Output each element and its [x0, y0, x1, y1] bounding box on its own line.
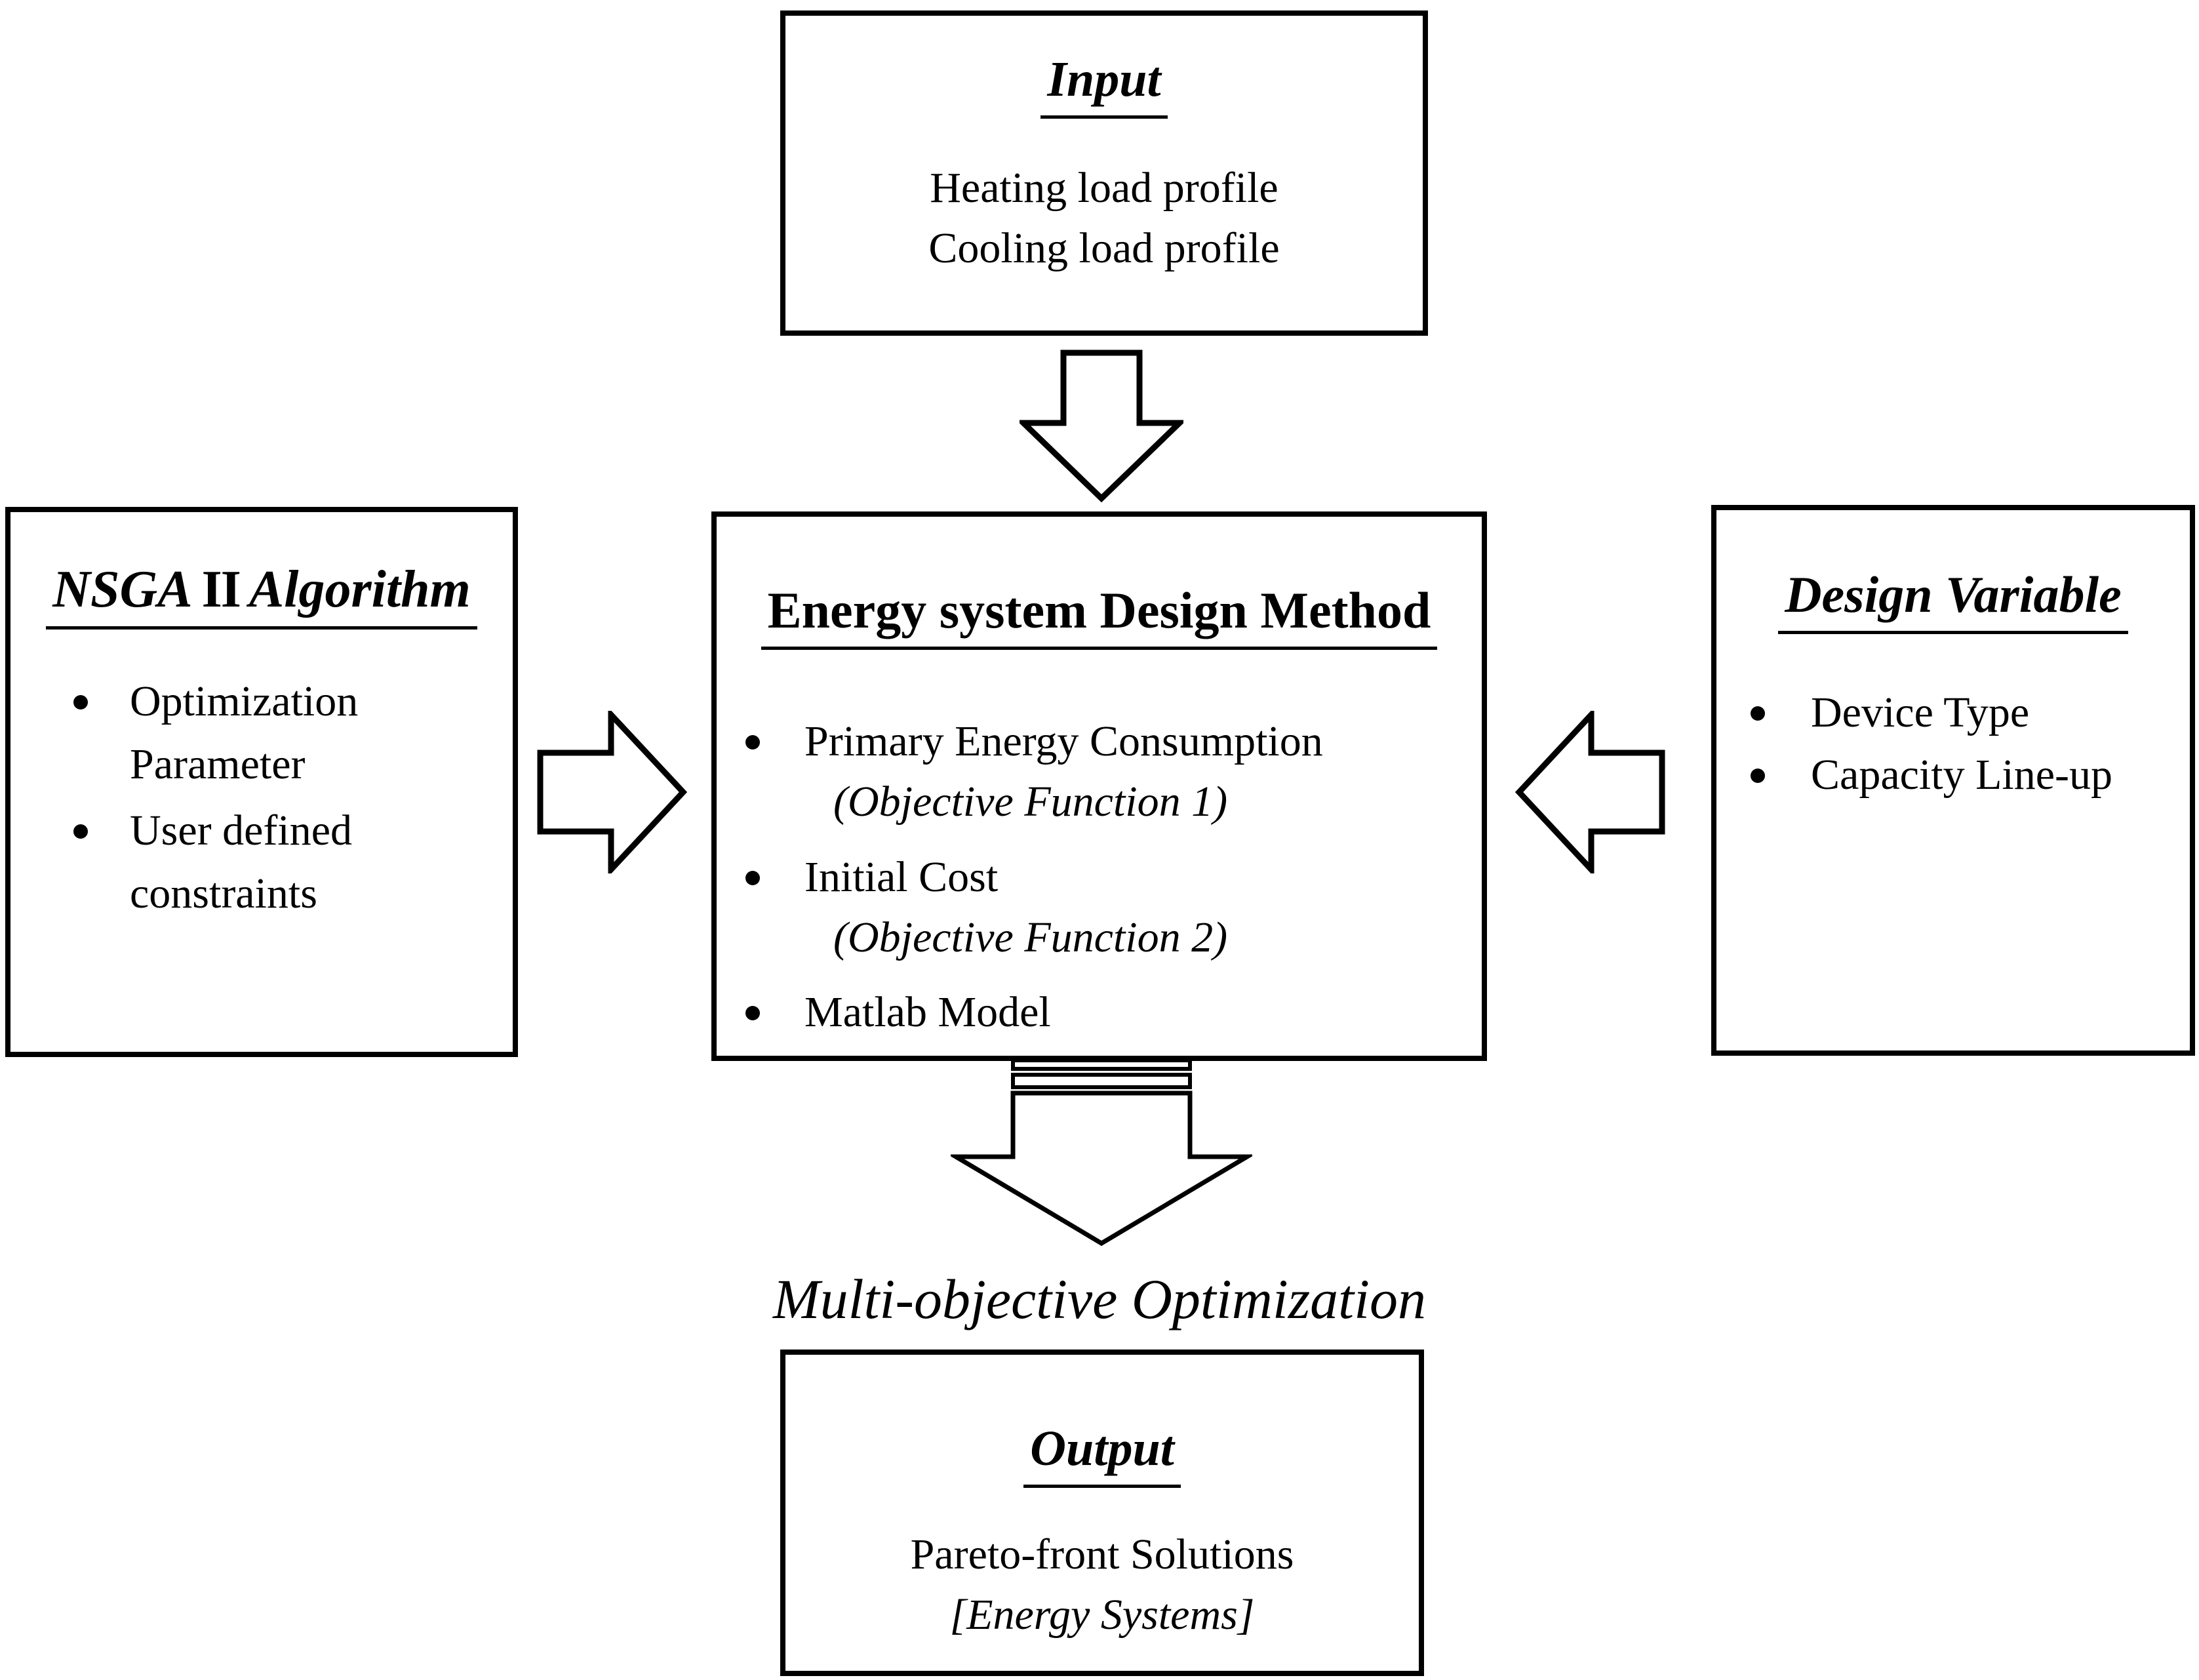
arrow-design-to-method-icon: [1515, 711, 1665, 873]
bullet-icon: [745, 1006, 760, 1021]
design-bullet-list: Device Type Capacity Line-up: [1716, 681, 2190, 807]
bullet-icon: [745, 870, 760, 885]
bullet-row: Primary Energy Consumption: [745, 710, 1482, 773]
list-item: Initial Cost (Objective Function 2): [745, 846, 1482, 967]
input-box-title: Input: [1040, 52, 1168, 119]
arrow-method-to-output-striped-icon: [951, 1058, 1252, 1247]
list-item: Primary Energy Consumption (Objective Fu…: [745, 710, 1482, 831]
list-item: Capacity Line-up: [1751, 744, 2190, 807]
output-box-body: Pareto-front Solutions [Energy Systems]: [785, 1525, 1419, 1646]
nsga-bullet-optimization-parameter: Optimization Parameter: [130, 677, 359, 788]
energy-system-design-method-box: Energy system Design Method Primary Ener…: [711, 511, 1487, 1061]
bullet-row: Initial Cost: [745, 846, 1482, 909]
list-item: Device Type: [1751, 681, 2190, 744]
arrow-input-to-method-icon: [1020, 350, 1183, 502]
bullet-icon: [745, 734, 760, 750]
list-item: Matlab Model: [745, 981, 1482, 1044]
method-bullet-primary-energy: Primary Energy Consumption: [804, 717, 1323, 765]
output-box: Output Pareto-front Solutions [Energy Sy…: [780, 1350, 1424, 1676]
output-box-title: Output: [1023, 1421, 1181, 1488]
bullet-icon: [73, 824, 88, 839]
list-item: Optimization Parameter: [73, 670, 513, 795]
bullet-icon: [1751, 706, 1765, 721]
method-box-title: Energy system Design Method: [761, 582, 1438, 650]
nsga-title-prefix: NSGA: [52, 561, 193, 618]
method-bullet-list: Primary Energy Consumption (Objective Fu…: [717, 710, 1482, 1044]
list-item: User defined constraints: [73, 799, 513, 925]
nsga-title-suffix: Algorithm: [248, 561, 471, 618]
design-variable-box: Design Variable Device Type Capacity Lin…: [1711, 505, 2195, 1056]
objective-function-1-label: (Objective Function 1): [833, 778, 1228, 826]
arrow-nsga-to-method-icon: [537, 711, 687, 873]
multi-objective-optimization-caption: Multi-objective Optimization: [773, 1268, 1426, 1330]
output-box-title-wrap: Output: [785, 1421, 1419, 1488]
design-bullet-device-type: Device Type: [1811, 688, 2030, 736]
pareto-front-line: Pareto-front Solutions: [910, 1530, 1294, 1578]
heating-load-line: Heating load profile: [930, 163, 1278, 212]
input-box-title-wrap: Input: [785, 52, 1423, 119]
bullet-icon: [1751, 769, 1765, 784]
energy-systems-line: [Energy Systems]: [949, 1590, 1255, 1639]
design-bullet-capacity-lineup: Capacity Line-up: [1811, 751, 2113, 799]
objective-function-2-label: (Objective Function 2): [833, 913, 1228, 962]
nsga-bullet-user-constraints: User defined constraints: [130, 807, 353, 918]
input-box-body: Heating load profile Cooling load profil…: [785, 158, 1423, 279]
design-box-title-wrap: Design Variable: [1716, 567, 2190, 634]
design-box-title: Design Variable: [1778, 567, 2128, 634]
input-box: Input Heating load profile Cooling load …: [780, 10, 1428, 336]
bullet-row: Matlab Model: [745, 981, 1482, 1044]
cooling-load-line: Cooling load profile: [928, 224, 1280, 272]
nsga-bullet-list: Optimization Parameter User defined cons…: [10, 670, 513, 925]
nsga-title-roman-numeral: II: [201, 561, 241, 618]
method-box-title-wrap: Energy system Design Method: [717, 582, 1482, 650]
method-bullet-initial-cost: Initial Cost: [804, 852, 999, 901]
bullet-icon: [73, 695, 88, 710]
method-bullet-matlab-model: Matlab Model: [804, 988, 1051, 1037]
